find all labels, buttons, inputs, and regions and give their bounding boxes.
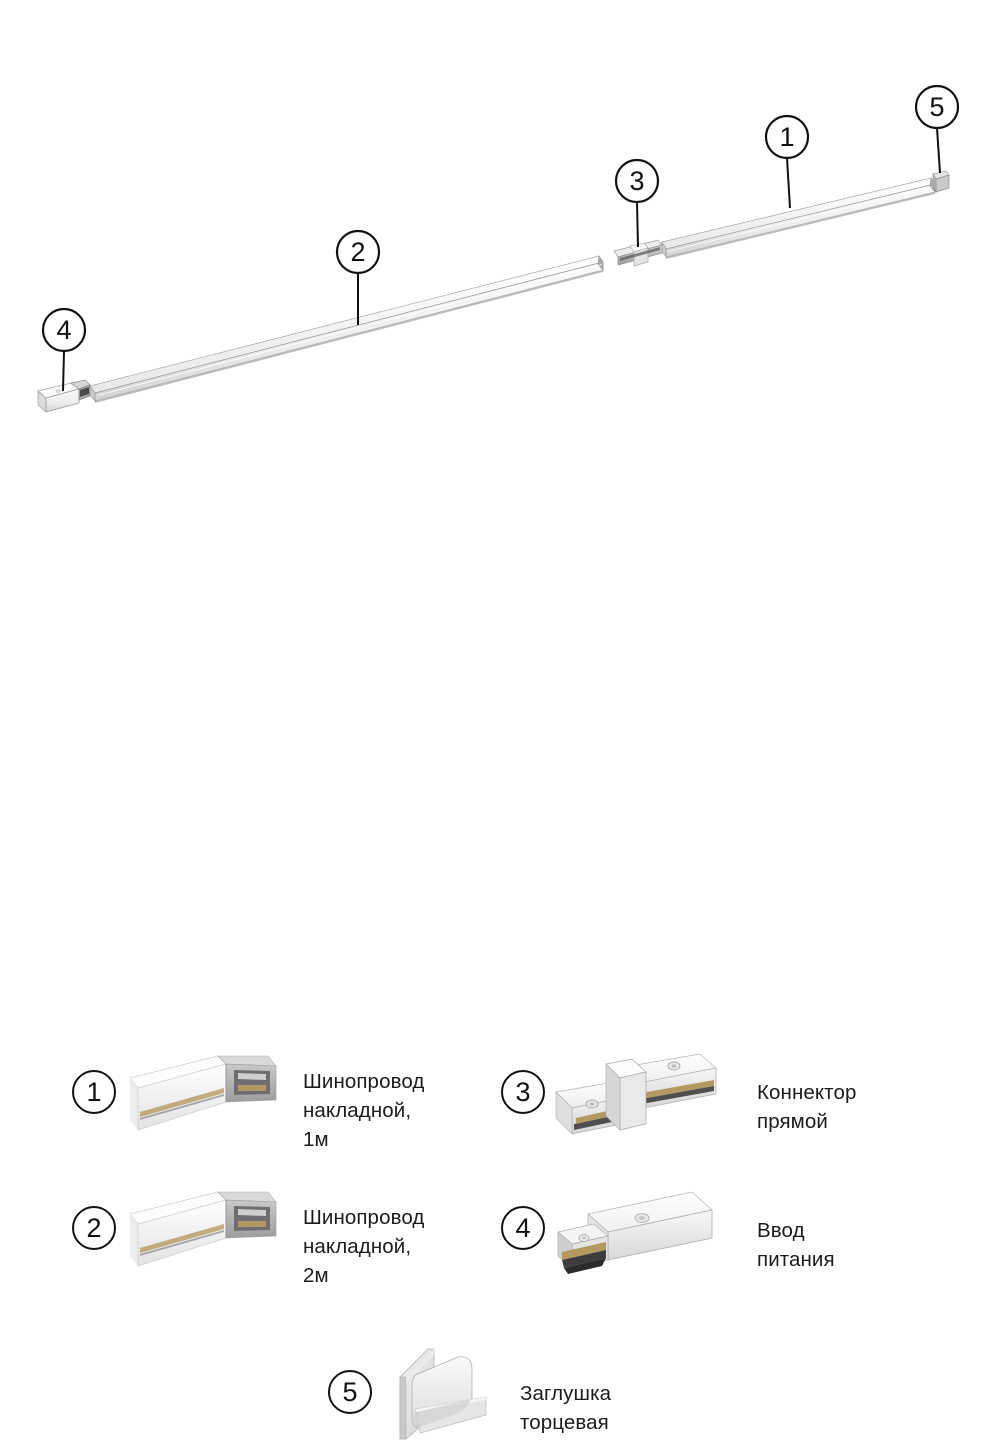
legend-label-4: Ввод питания: [757, 1219, 835, 1271]
callout-circles: 1 2 3 4 5: [41, 84, 960, 353]
track-2m-segment: [88, 255, 604, 403]
track-profile-icon: [130, 1186, 278, 1278]
legend-label-2: Шинопровод накладной, 2м: [303, 1206, 425, 1287]
callout-1-number: 1: [779, 122, 794, 152]
callout-5[interactable]: 5: [914, 84, 960, 130]
legend: 1: [0, 500, 1000, 1440]
power-feed-icon: [550, 1188, 730, 1284]
legend-number-5: 5: [328, 1370, 372, 1414]
callout-4-number: 4: [56, 315, 71, 345]
callout-3[interactable]: 3: [614, 158, 660, 204]
end-cap-part: [932, 170, 950, 194]
legend-number-3: 3: [501, 1070, 545, 1114]
callout-5-number: 5: [929, 92, 944, 122]
legend-label-3: Коннектор прямой: [757, 1081, 857, 1133]
legend-number-2-text: 2: [86, 1212, 102, 1243]
callout-4[interactable]: 4: [41, 307, 87, 353]
assembly-diagram: 1 2 3 4 5: [0, 0, 1000, 500]
leader-line-4: [62, 350, 65, 392]
straight-connector-part: [613, 239, 663, 267]
leader-line-3: [636, 201, 639, 248]
track-profile-icon: [130, 1050, 278, 1142]
legend-number-1: 1: [72, 1070, 116, 1114]
callout-2[interactable]: 2: [335, 229, 381, 275]
legend-number-5-text: 5: [342, 1376, 358, 1407]
callout-1[interactable]: 1: [764, 114, 810, 160]
legend-label-1: Шинопровод накладной, 1м: [303, 1070, 425, 1151]
assembly-svg: 1 2 3 4 5: [37, 84, 960, 413]
callout-3-number: 3: [629, 166, 644, 196]
callout-leaders: [62, 127, 941, 392]
end-cap-icon: [390, 1343, 500, 1447]
legend-number-4: 4: [501, 1206, 545, 1250]
callout-2-number: 2: [350, 237, 365, 267]
legend-number-2: 2: [72, 1206, 116, 1250]
leader-line-1: [786, 157, 791, 209]
straight-connector-icon: [550, 1046, 730, 1146]
track-1m-segment: [660, 177, 936, 259]
power-feed-part: [37, 379, 91, 413]
legend-number-1-text: 1: [86, 1076, 102, 1107]
legend-label-5: Заглушка торцевая: [520, 1382, 612, 1434]
legend-number-4-text: 4: [515, 1212, 531, 1243]
leader-line-5: [936, 127, 941, 174]
legend-number-3-text: 3: [515, 1076, 531, 1107]
